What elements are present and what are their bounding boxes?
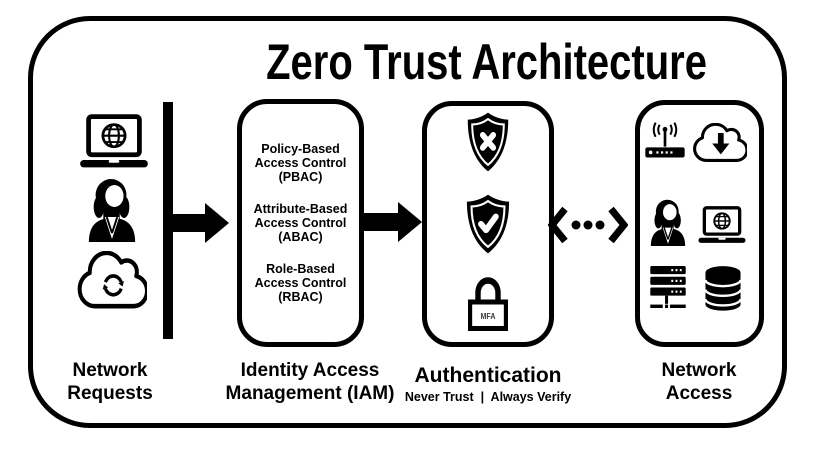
laptop-globe-icon [78, 114, 150, 169]
cloud-download-icon [691, 123, 747, 163]
iam-box-content: Policy-Based Access Control (PBAC) Attri… [239, 101, 362, 345]
network-requests-label: Network Requests [67, 360, 153, 404]
cloud-sync-icon [75, 251, 147, 310]
iam-box [237, 99, 364, 347]
database-icon [704, 265, 742, 311]
page-title-text: Zero Trust Architecture [266, 34, 708, 90]
mfa-lock-icon: MFA [468, 277, 508, 331]
mfa-label: MFA [481, 311, 496, 321]
user-icon [648, 199, 688, 246]
wireless-router-icon [645, 122, 685, 160]
shield-check-icon [463, 193, 513, 255]
server-stack-icon [647, 266, 689, 312]
request-arrow [167, 203, 229, 243]
authentication-label: Authentication [414, 364, 562, 387]
iam-item-rbac: Role-Based Access Control (RBAC) [254, 262, 347, 304]
authentication-subtitle: Never Trust | Always Verify [404, 390, 572, 404]
iam-item-abac: Attribute-Based Access Control (ABAC) [253, 202, 348, 244]
iam-label: Identity Access Management (IAM) [225, 360, 395, 404]
iam-to-auth-arrow [362, 202, 422, 242]
shield-x-icon [464, 111, 512, 173]
page-title: Zero Trust Architecture [157, 37, 817, 87]
iam-item-pbac: Policy-Based Access Control (PBAC) [254, 142, 347, 184]
user-icon [85, 178, 139, 242]
outer-frame [28, 16, 787, 428]
laptop-globe-icon [697, 206, 747, 244]
network-access-label: Network Access [661, 360, 737, 404]
auth-access-dotted-link [548, 206, 628, 244]
